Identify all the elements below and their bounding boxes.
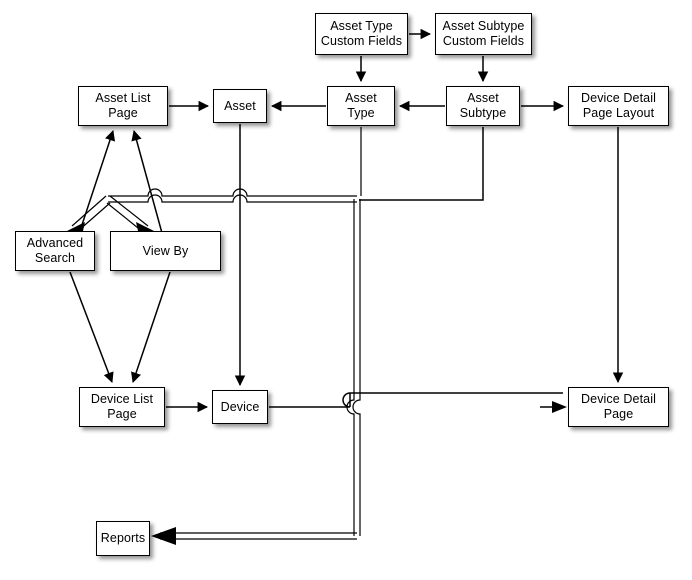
arrowhead-device-to-device-detail-page <box>552 401 567 413</box>
node-view-by[interactable]: View By <box>110 231 221 271</box>
double-rail-down-left <box>346 199 355 536</box>
node-asset[interactable]: Asset <box>213 89 267 123</box>
node-device[interactable]: Device <box>212 390 268 424</box>
edge-view-by-to-device-list-page <box>131 271 171 383</box>
double-rail-lower <box>108 194 357 203</box>
edge-asset-subtype-to-trunk <box>359 127 484 201</box>
node-device-list-page[interactable]: Device List Page <box>79 387 165 427</box>
double-rail-upper <box>108 188 357 197</box>
node-asset-type[interactable]: Asset Type <box>327 86 395 126</box>
edge-device-to-device-detail-page <box>269 392 563 408</box>
double-line-trunk-group <box>71 127 362 540</box>
double-arm-view-by-b <box>106 202 144 233</box>
node-device-detail-page-layout[interactable]: Device Detail Page Layout <box>568 86 669 126</box>
node-asset-type-custom-fields[interactable]: Asset Type Custom Fields <box>315 13 408 55</box>
double-arm-advanced-search-a <box>71 195 107 227</box>
node-device-detail-page[interactable]: Device Detail Page <box>568 387 669 427</box>
node-advanced-search[interactable]: Advanced Search <box>15 231 95 271</box>
node-reports[interactable]: Reports <box>96 521 150 556</box>
edge-advanced-search-to-device-list-page <box>69 271 114 383</box>
double-rail-down-right <box>352 199 361 536</box>
double-arm-view-by-a <box>109 195 149 227</box>
node-asset-subtype-custom-fields[interactable]: Asset Subtype Custom Fields <box>435 13 532 55</box>
arrowhead-to-reports <box>151 527 176 545</box>
node-asset-list-page[interactable]: Asset List Page <box>78 86 168 126</box>
node-asset-subtype[interactable]: Asset Subtype <box>446 86 520 126</box>
